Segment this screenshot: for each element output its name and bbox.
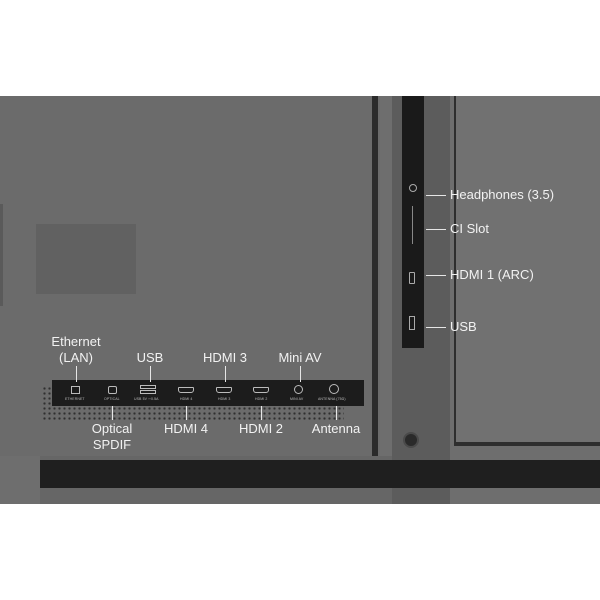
- printed-mini-av: MINI AV: [290, 397, 304, 401]
- leader-optical: [112, 406, 113, 420]
- housing-notch: [0, 204, 3, 306]
- bottom-port-panel: ETHERNET OPTICAL USB 5V ⎓0.5A HDMI 4 HDM…: [52, 380, 364, 406]
- leader-ci-slot: [426, 229, 446, 230]
- leader-hdmi-3: [225, 366, 226, 382]
- leader-mini-av: [300, 366, 301, 382]
- callout-hdmi-4: HDMI 4: [163, 421, 209, 436]
- ci-slot-icon[interactable]: [412, 206, 413, 244]
- screw-icon: [403, 432, 419, 448]
- rating-label-area: [36, 224, 136, 294]
- printed-antenna: ANTENNA (75Ω): [318, 397, 346, 401]
- printed-optical: OPTICAL: [104, 397, 120, 401]
- callout-ci-slot: CI Slot: [450, 221, 490, 236]
- usb-side-port-icon[interactable]: [409, 316, 415, 330]
- usb-port-icon[interactable]: [140, 385, 156, 389]
- leader-usb-side: [426, 327, 446, 328]
- leader-usb: [150, 366, 151, 382]
- leader-ethernet: [76, 366, 77, 382]
- leader-hdmi-1: [426, 275, 446, 276]
- right-housing-foot: [454, 442, 600, 446]
- side-port-panel: [402, 96, 424, 348]
- hdmi-3-port-icon[interactable]: [216, 387, 232, 393]
- callout-hdmi-2: HDMI 2: [238, 421, 284, 436]
- callout-headphones: Headphones (3.5): [450, 187, 555, 202]
- printed-usb: USB 5V ⎓0.5A: [134, 397, 159, 401]
- hdmi-1-port-icon[interactable]: [409, 272, 415, 284]
- leader-hdmi-4: [186, 406, 187, 420]
- callout-usb: USB: [136, 350, 164, 365]
- right-housing-panel: [454, 96, 600, 442]
- usb-port-icon-2[interactable]: [140, 390, 156, 394]
- leader-antenna: [336, 406, 337, 420]
- callout-hdmi-1: HDMI 1 (ARC): [450, 267, 534, 282]
- callout-usb-side: USB: [450, 319, 477, 334]
- printed-hdmi-2: HDMI 2: [255, 397, 268, 401]
- antenna-jack-icon[interactable]: [329, 384, 339, 394]
- callout-optical: Optical SPDIF: [91, 421, 133, 452]
- printed-hdmi-3: HDMI 3: [218, 397, 231, 401]
- printed-ethernet: ETHERNET: [65, 397, 85, 401]
- headphone-jack-icon[interactable]: [409, 184, 417, 192]
- optical-port-icon[interactable]: [108, 386, 117, 394]
- hdmi-4-port-icon[interactable]: [178, 387, 194, 393]
- callout-hdmi-3: HDMI 3: [202, 350, 248, 365]
- printed-hdmi-4: HDMI 4: [180, 397, 193, 401]
- hdmi-2-port-icon[interactable]: [253, 387, 269, 393]
- callout-ethernet: Ethernet (LAN): [51, 334, 101, 365]
- callout-mini-av: Mini AV: [278, 350, 322, 365]
- bottom-bezel: [40, 460, 600, 488]
- mini-av-jack-icon[interactable]: [294, 385, 303, 394]
- leader-headphones: [426, 195, 446, 196]
- leader-hdmi-2: [261, 406, 262, 420]
- callout-antenna: Antenna: [311, 421, 361, 436]
- ethernet-port-icon[interactable]: [71, 386, 80, 394]
- housing-step-edge: [372, 96, 378, 456]
